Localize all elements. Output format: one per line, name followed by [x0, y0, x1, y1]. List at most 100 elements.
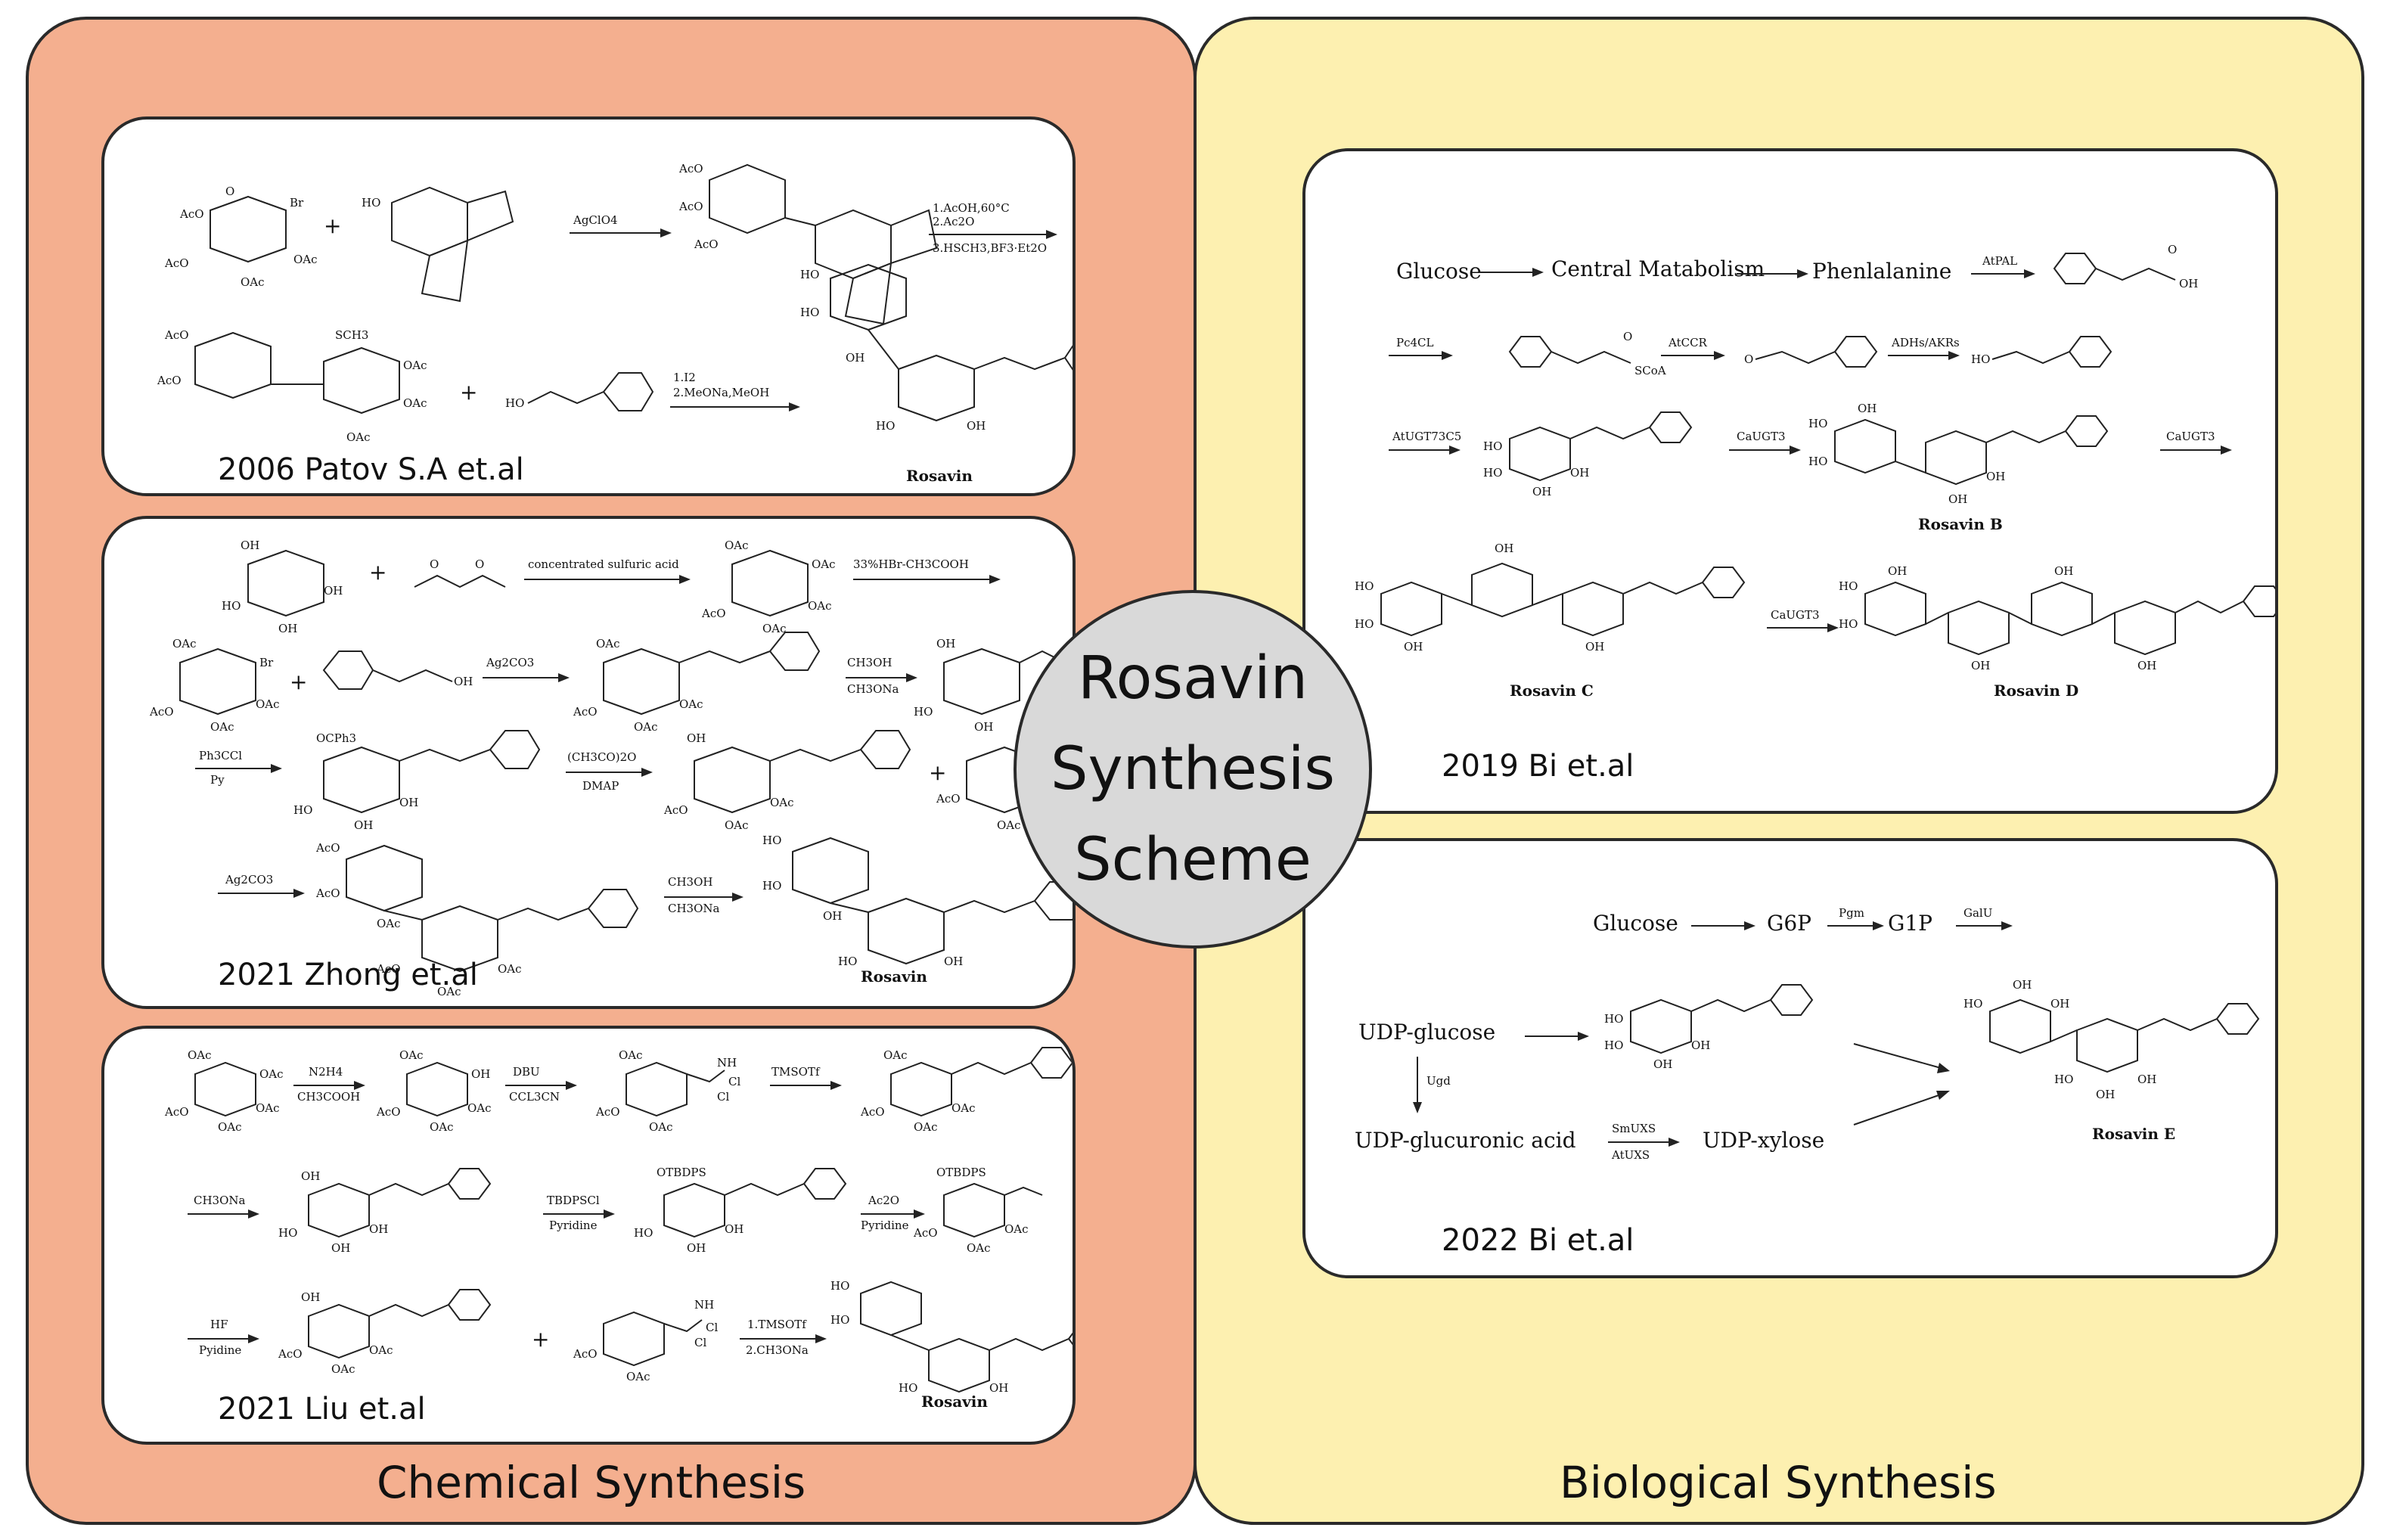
cinnamyl-alcohol-structure: HO [1971, 336, 2112, 368]
svg-text:+: + [532, 1327, 549, 1352]
cinnamyl-glucoside-structure: OH HO OH OH [278, 1168, 492, 1255]
svg-text:AcO: AcO [278, 1347, 303, 1361]
svg-text:OAc: OAc [369, 1343, 393, 1357]
svg-text:OH: OH [331, 1241, 350, 1255]
route-box-patov: O Br AcO AcO OAc OAc + HO AgClO4 [101, 116, 1076, 496]
svg-text:OH: OH [1570, 466, 1589, 480]
cinnamoyl-coa-structure: O SCoA [1508, 330, 1666, 377]
svg-text:O: O [430, 557, 439, 571]
pathway-step: Glucose [1396, 259, 1482, 284]
center-title-line: Rosavin [1077, 644, 1308, 713]
svg-text:CaUGT3: CaUGT3 [1771, 608, 1820, 622]
svg-text:OH: OH [1585, 640, 1604, 654]
svg-text:Rosavin: Rosavin [906, 467, 973, 485]
cinnamaldehyde-structure: O [1744, 336, 1878, 368]
svg-text:33%HBr-CH3COOH: 33%HBr-CH3COOH [853, 557, 969, 571]
svg-text:HO: HO [1971, 352, 1990, 366]
svg-text:HO: HO [876, 419, 895, 433]
svg-text:Rosavin D: Rosavin D [1994, 682, 2078, 700]
svg-text:OH: OH [725, 1222, 743, 1236]
svg-text:OH: OH [989, 1381, 1008, 1395]
svg-text:OH: OH [2096, 1088, 2115, 1101]
svg-text:HO: HO [505, 396, 524, 410]
route-label-liu: 2021 Liu et.al [218, 1392, 426, 1427]
svg-text:HO: HO [634, 1226, 653, 1240]
svg-text:HO: HO [899, 1381, 917, 1395]
svg-text:1.TMSOTf: 1.TMSOTf [747, 1318, 807, 1331]
svg-text:OH: OH [354, 818, 373, 832]
svg-text:OH: OH [324, 584, 343, 598]
svg-text:SCoA: SCoA [1634, 364, 1666, 377]
svg-text:OH: OH [846, 351, 865, 365]
svg-text:OAc: OAc [210, 720, 234, 734]
svg-text:CCL3CN: CCL3CN [509, 1090, 560, 1104]
svg-text:OAc: OAc [241, 275, 265, 289]
svg-text:OAc: OAc [430, 1120, 454, 1134]
svg-text:OAc: OAc [634, 720, 658, 734]
svg-text:Ac2O: Ac2O [868, 1194, 899, 1207]
svg-text:Pyridine: Pyridine [549, 1219, 598, 1232]
pathway-step: Phenlalanine [1812, 259, 1951, 284]
svg-text:Rosavin: Rosavin [861, 967, 927, 986]
route-box-liu: OAc OAc AcO OAc OAc N2H4 CH3COOH OAc OH … [101, 1026, 1076, 1445]
svg-text:HO: HO [830, 1279, 849, 1293]
svg-text:OAc: OAc [403, 359, 427, 372]
svg-text:AgClO4: AgClO4 [573, 213, 618, 227]
svg-text:AcO: AcO [376, 962, 401, 976]
svg-text:OH: OH [1971, 659, 1990, 672]
svg-text:OAc: OAc [725, 539, 749, 552]
svg-text:Cl: Cl [717, 1090, 729, 1104]
rosavin-d-structure: HO HO OH OH OH OH [1839, 564, 2275, 672]
svg-text:OH: OH [1986, 470, 2005, 483]
svg-text:OH: OH [2137, 1073, 2156, 1086]
svg-text:OAc: OAc [725, 818, 749, 832]
svg-text:TBDPSCl: TBDPSCl [547, 1194, 600, 1207]
svg-text:Pgm: Pgm [1839, 906, 1864, 920]
svg-text:OAc: OAc [293, 253, 318, 266]
route-box-zhong: OH HO OH OH + O O concentrated sulfuric … [101, 516, 1076, 1009]
svg-text:CH3OH: CH3OH [668, 875, 712, 889]
patov-scheme: O Br AcO AcO OAc OAc + HO AgClO4 [157, 162, 1073, 485]
svg-text:HO: HO [830, 1313, 849, 1327]
svg-text:OAc: OAc [770, 796, 794, 809]
svg-text:OH: OH [399, 796, 418, 809]
acetyl-silyl-glucoside-structure: OTBDPS AcO OAc OAc [913, 1166, 1043, 1255]
svg-text:CH3ONa: CH3ONa [668, 902, 720, 915]
udp-glucose: UDP-glucose [1358, 1020, 1495, 1045]
svg-text:AcO: AcO [376, 1105, 401, 1119]
svg-text:CH3COOH: CH3COOH [297, 1090, 360, 1104]
svg-text:OAc: OAc [399, 1048, 424, 1062]
svg-text:Ugd: Ugd [1426, 1074, 1451, 1088]
svg-text:2.CH3ONa: 2.CH3ONa [746, 1343, 809, 1357]
udp-glucuronic-acid: UDP-glucuronic acid [1355, 1128, 1576, 1153]
acetobromoglucose-structure: OAc Br AcO OAc OAc [149, 637, 280, 734]
svg-text:N2H4: N2H4 [309, 1065, 343, 1079]
svg-text:HO: HO [1808, 455, 1827, 468]
svg-text:Br: Br [259, 656, 274, 669]
udp-xylose: UDP-xylose [1703, 1128, 1824, 1153]
svg-text:HO: HO [1355, 617, 1374, 631]
svg-text:OAc: OAc [812, 557, 836, 571]
coupled-intermediate: AcO AcO AcO [678, 162, 938, 325]
liu-scheme: OAc OAc AcO OAc OAc N2H4 CH3COOH OAc OH … [164, 1047, 1073, 1411]
rosavin-b-structure: HO HO OH OH OH [1808, 402, 2109, 506]
svg-text:AcO: AcO [164, 1105, 189, 1119]
acetyl-cinnamyl-glucoside-6oh-structure: OH AcO OAc OAc [278, 1289, 492, 1376]
svg-text:OH: OH [2179, 277, 2198, 290]
svg-text:HO: HO [2054, 1073, 2073, 1086]
rosin-structure: HO HO OH OH [1604, 984, 1814, 1071]
svg-text:Br: Br [290, 196, 304, 210]
svg-text:OAc: OAc [377, 917, 401, 930]
svg-text:AcO: AcO [315, 841, 340, 855]
svg-text:O: O [2168, 243, 2177, 256]
silyl-glucoside-structure: OTBDPS HO OH OH [634, 1166, 847, 1255]
svg-text:Ag2CO3: Ag2CO3 [486, 656, 534, 669]
svg-text:OAc: OAc [256, 1101, 280, 1115]
svg-text:HO: HO [762, 879, 781, 893]
svg-text:OAc: OAc [997, 818, 1021, 832]
acetyl-rosavin-structure: AcO AcO OAc AcO OAc OAc [315, 841, 639, 998]
svg-text:AcO: AcO [179, 207, 204, 221]
svg-text:Rosavin: Rosavin [921, 1393, 988, 1411]
acetylated-glycoside-structure: OAc AcO OAc OAc [573, 632, 821, 734]
trichloroacetimidate-structure: OAc NH Cl Cl AcO OAc [595, 1048, 740, 1134]
